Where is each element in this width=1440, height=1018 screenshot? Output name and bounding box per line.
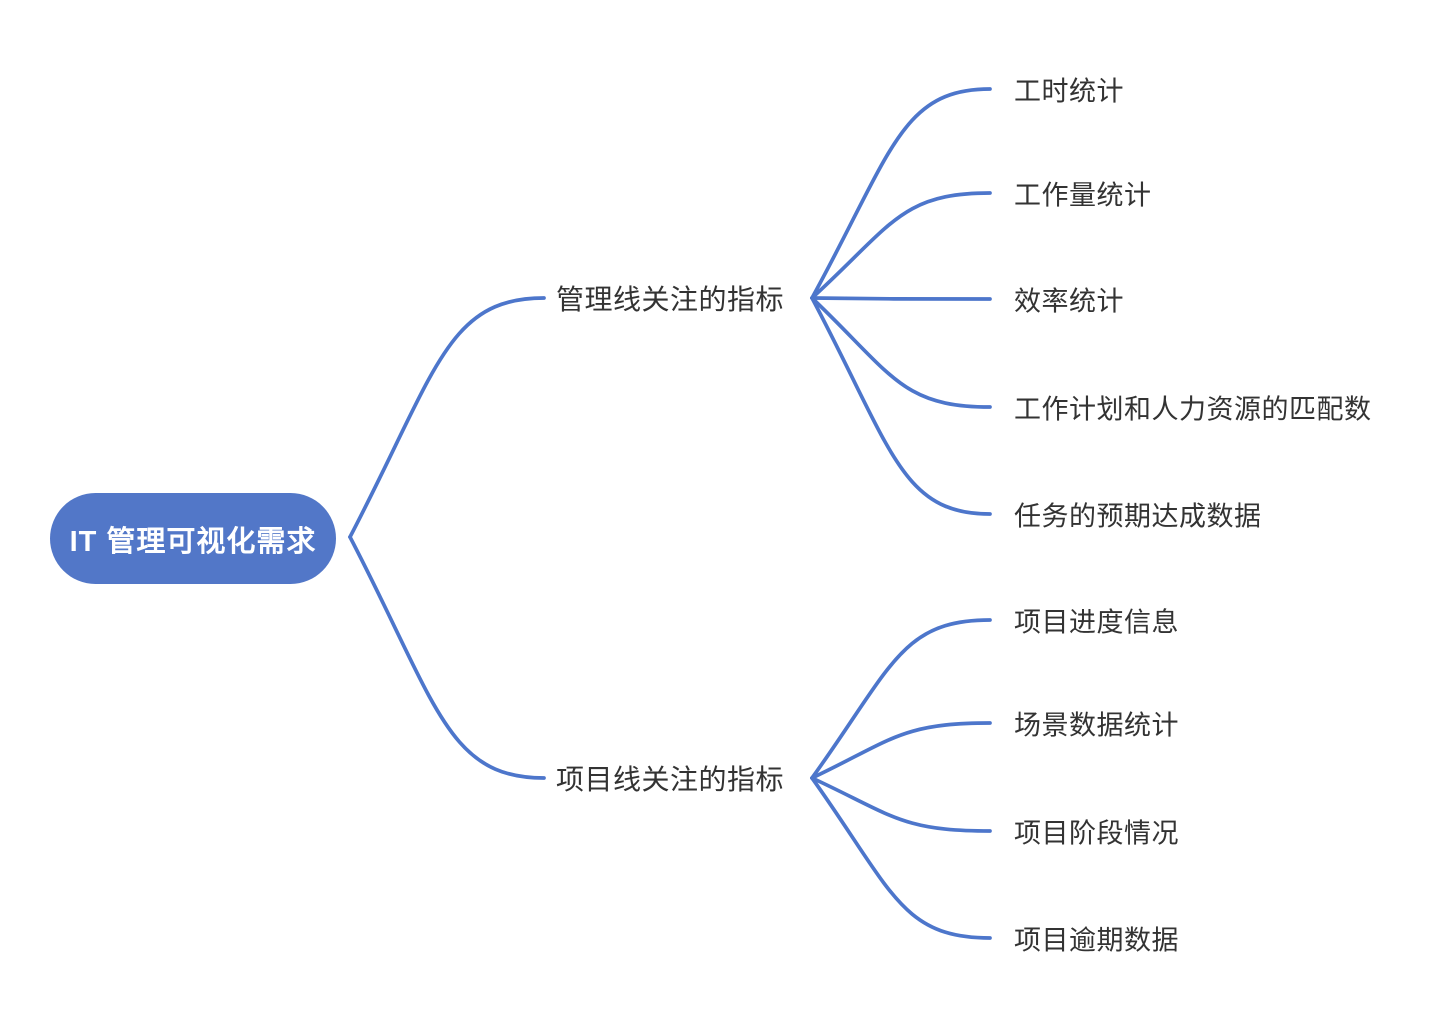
edge-branch0-child4 xyxy=(810,296,992,516)
root-node-label: IT 管理可视化需求 xyxy=(69,525,317,558)
child-node-scenario-data-stats[interactable]: 场景数据统计 xyxy=(1014,710,1179,741)
edge-root-to-branch-1 xyxy=(348,535,546,780)
child-node-work-hours-stats[interactable]: 工时统计 xyxy=(1014,76,1124,107)
child-node-task-expectation-data[interactable]: 任务的预期达成数据 xyxy=(1014,501,1262,532)
edge-branch0-child0 xyxy=(810,87,992,300)
edge-branch0-child2 xyxy=(810,296,992,301)
edge-branch1-child2 xyxy=(810,776,992,833)
branch-node-project-metrics[interactable]: 项目线关注的指标 xyxy=(556,764,785,795)
child-node-project-overdue-data[interactable]: 项目逾期数据 xyxy=(1014,925,1179,956)
child-node-project-stage-status[interactable]: 项目阶段情况 xyxy=(1014,818,1179,849)
child-node-plan-hr-match[interactable]: 工作计划和人力资源的匹配数 xyxy=(1014,394,1372,425)
edge-branch1-child0 xyxy=(810,618,992,780)
child-node-project-progress-info[interactable]: 项目进度信息 xyxy=(1014,607,1179,638)
edge-branch1-child1 xyxy=(810,721,992,780)
edge-branch0-child1 xyxy=(810,191,992,300)
edge-root-to-branch-0 xyxy=(348,296,546,539)
child-node-workload-stats[interactable]: 工作量统计 xyxy=(1014,180,1152,211)
child-node-efficiency-stats[interactable]: 效率统计 xyxy=(1014,286,1124,317)
edge-group xyxy=(348,87,992,940)
edge-branch1-child3 xyxy=(810,776,992,940)
branch-node-management-metrics[interactable]: 管理线关注的指标 xyxy=(556,284,785,315)
edge-branch0-child3 xyxy=(810,296,992,409)
root-node[interactable]: IT 管理可视化需求 xyxy=(50,493,336,584)
